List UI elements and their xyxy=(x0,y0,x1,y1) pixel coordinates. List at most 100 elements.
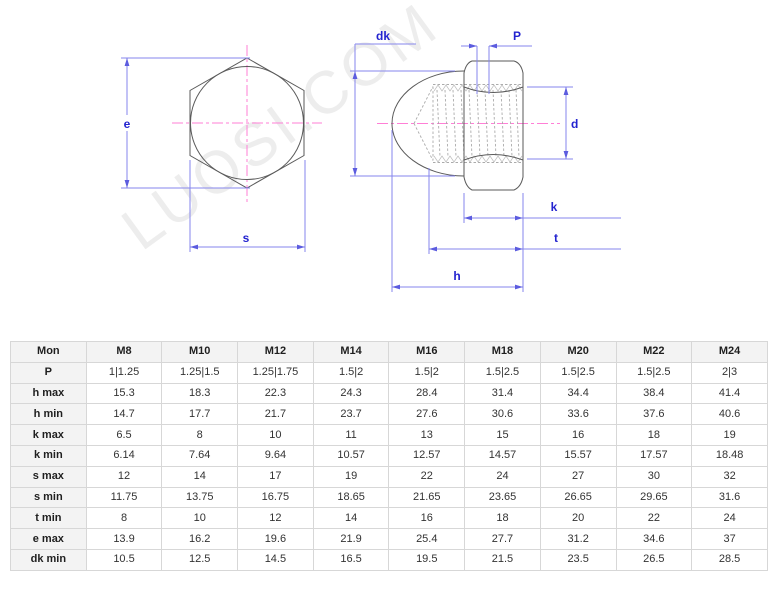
table-cell: 16 xyxy=(539,424,617,446)
table-cell: 11.75 xyxy=(85,486,163,509)
table-cell: 26.65 xyxy=(539,486,617,509)
dimension-p: P xyxy=(461,29,532,94)
table-cell: 24 xyxy=(691,507,768,530)
table-cell: 1.25|1.75 xyxy=(237,361,314,384)
dim-label-dk: dk xyxy=(376,29,390,43)
table-cell: 18.65 xyxy=(312,486,390,509)
table-cell: 18.48 xyxy=(691,444,768,467)
table-cell: 33.6 xyxy=(539,403,617,426)
table-cell: 14 xyxy=(161,465,239,488)
column-header: M14 xyxy=(312,341,390,363)
table-cell: 19 xyxy=(691,424,768,446)
table-cell: 38.4 xyxy=(615,382,693,405)
table-cell: 22 xyxy=(615,507,693,530)
row-label: dk min xyxy=(10,548,87,571)
hex-body-outline xyxy=(463,60,524,191)
row-label: s max xyxy=(10,465,87,488)
dim-label-d: d xyxy=(571,117,578,131)
front-view: e s xyxy=(120,45,322,252)
table-cell: 22.3 xyxy=(237,382,314,405)
table-cell: 16.75 xyxy=(237,486,314,509)
table-cell: 20 xyxy=(539,507,617,530)
table-cell: 17 xyxy=(237,465,314,488)
table-cell: 23.5 xyxy=(539,548,617,571)
table-cell: 14 xyxy=(312,507,390,530)
dimension-s: s xyxy=(189,160,306,252)
table-cell: 14.57 xyxy=(464,444,541,467)
row-label: s min xyxy=(10,486,87,509)
table-cell: 17.7 xyxy=(161,403,239,426)
table-cell: 6.14 xyxy=(85,444,163,467)
table-cell: 23.65 xyxy=(464,486,541,509)
table-cell: 21.5 xyxy=(464,548,541,571)
dimension-t: t xyxy=(428,168,621,254)
table-cell: 27.6 xyxy=(388,403,466,426)
table-cell: 21.9 xyxy=(312,528,390,550)
table-cell: 2|3 xyxy=(691,361,768,384)
dim-label-t: t xyxy=(554,231,558,245)
table-cell: 28.5 xyxy=(691,548,768,571)
dim-label-e: e xyxy=(124,117,131,131)
side-view: dk P d k xyxy=(350,29,621,292)
column-header: M18 xyxy=(464,341,541,363)
table-cell: 7.64 xyxy=(161,444,239,467)
row-label: t min xyxy=(10,507,87,530)
dimension-h: h xyxy=(391,130,523,292)
table-cell: 24.3 xyxy=(312,382,390,405)
dim-label-h: h xyxy=(453,269,460,283)
row-label: h min xyxy=(10,403,87,426)
table-cell: 37 xyxy=(691,528,768,550)
table-cell: 26.5 xyxy=(615,548,693,571)
dimension-d: d xyxy=(527,86,578,160)
dimension-dk: dk xyxy=(350,29,455,177)
dim-label-s: s xyxy=(243,231,250,245)
table-cell: 12.5 xyxy=(161,548,239,571)
inscribed-circle xyxy=(190,66,304,180)
row-label: P xyxy=(10,361,87,384)
table-cell: 18 xyxy=(464,507,541,530)
table-cell: 13.9 xyxy=(85,528,163,550)
table-cell: 10.57 xyxy=(312,444,390,467)
table-cell: 12.57 xyxy=(388,444,466,467)
table-cell: 10 xyxy=(161,507,239,530)
table-cell: 19.6 xyxy=(237,528,314,550)
table-cell: 32 xyxy=(691,465,768,488)
table-cell: 24 xyxy=(464,465,541,488)
table-cell: 30 xyxy=(615,465,693,488)
table-cell: 1.5|2 xyxy=(312,361,390,384)
table-cell: 1.25|1.5 xyxy=(161,361,239,384)
dimension-e: e xyxy=(120,57,250,189)
table-cell: 15 xyxy=(464,424,541,446)
table-cell: 1.5|2 xyxy=(388,361,466,384)
table-cell: 18 xyxy=(615,424,693,446)
table-cell: 16.5 xyxy=(312,548,390,571)
technical-drawing: e s xyxy=(120,29,621,292)
column-header: M12 xyxy=(237,341,314,363)
table-cell: 10.5 xyxy=(85,548,163,571)
table-cell: 9.64 xyxy=(237,444,314,467)
table-cell: 25.4 xyxy=(388,528,466,550)
table-cell: 1.5|2.5 xyxy=(464,361,541,384)
table-cell: 16 xyxy=(388,507,466,530)
table-cell: 8 xyxy=(161,424,239,446)
table-cell: 31.6 xyxy=(691,486,768,509)
table-cell: 10 xyxy=(237,424,314,446)
column-header: M10 xyxy=(161,341,239,363)
table-cell: 14.5 xyxy=(237,548,314,571)
table-cell: 30.6 xyxy=(464,403,541,426)
table-cell: 22 xyxy=(388,465,466,488)
dome-outline xyxy=(391,70,465,177)
table-cell: 15.3 xyxy=(85,382,163,405)
row-label: e max xyxy=(10,528,87,550)
table-cell: 34.6 xyxy=(615,528,693,550)
